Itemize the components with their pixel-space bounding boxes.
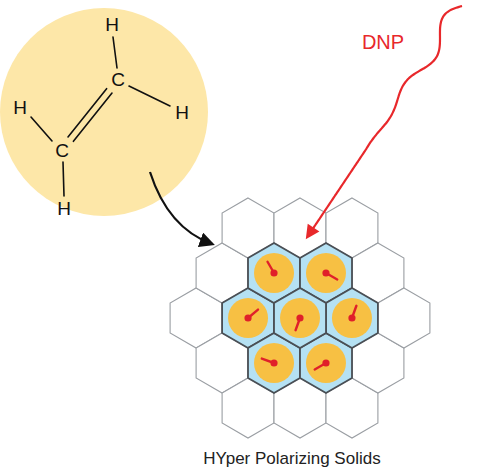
- spin-dot: [296, 314, 303, 321]
- atom-label: H: [105, 15, 119, 34]
- spin-dot: [270, 359, 277, 366]
- hexagon-lattice: [170, 198, 430, 438]
- atom-label: H: [175, 103, 189, 122]
- guest-molecule: [254, 343, 294, 383]
- guest-molecule: [332, 298, 372, 338]
- wave-arrowhead: [306, 224, 320, 240]
- guest-molecule: [228, 298, 268, 338]
- figure-caption: HYper Polarizing Solids: [203, 450, 380, 467]
- spin-dot: [348, 314, 355, 321]
- filled-pore: [326, 288, 378, 348]
- insertion-arrow: [150, 172, 212, 244]
- spin-dot: [322, 269, 329, 276]
- atom-label: H: [13, 98, 27, 117]
- guest-molecule: [254, 253, 294, 293]
- wave-line: [308, 6, 462, 236]
- technique-label: DNP: [362, 32, 404, 52]
- atom-label: H: [57, 199, 71, 218]
- ethylene-bonds: [31, 37, 170, 196]
- molecule-disc: [0, 8, 208, 216]
- atom-label: C: [111, 70, 125, 89]
- guest-molecule: [280, 298, 320, 338]
- spin-dot: [322, 359, 329, 366]
- guest-molecule: [306, 253, 346, 293]
- spin-dot: [270, 269, 277, 276]
- spin-dot: [244, 314, 251, 321]
- filled-pore: [274, 288, 326, 348]
- microwave-arrow: [306, 6, 462, 239]
- atom-label: C: [55, 141, 69, 160]
- empty-pore: [378, 288, 430, 348]
- guest-molecule: [306, 343, 346, 383]
